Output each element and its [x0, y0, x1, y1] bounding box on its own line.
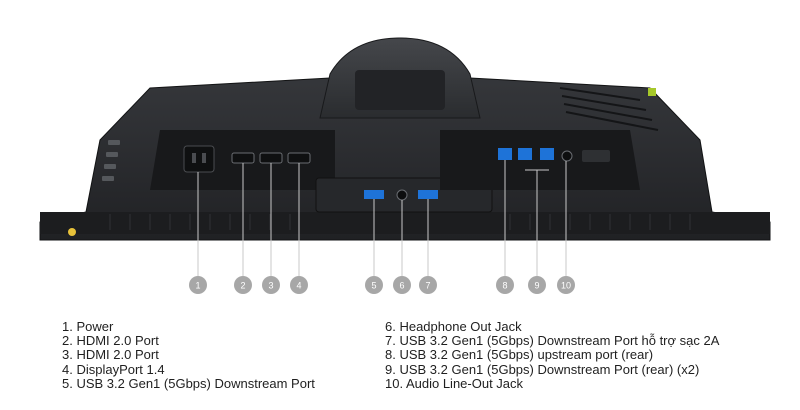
displayport-icon [287, 152, 311, 164]
svg-text:7: 7 [425, 281, 430, 291]
legend-item-1: 1. Power [62, 319, 114, 334]
usb-upstream-port-icon [498, 148, 512, 160]
legend-item-7: 7. USB 3.2 Gen1 (5Gbps) Downstream Port … [385, 333, 720, 349]
legend-item-9: 9. USB 3.2 Gen1 (5Gbps) Downstream Port … [385, 361, 700, 377]
callout-8: 8 [496, 276, 514, 294]
usb-rear-port-b-icon [540, 148, 554, 160]
svg-text:3: 3 [268, 281, 273, 291]
power-port-icon [183, 145, 215, 173]
callout-1: 1 [189, 276, 207, 294]
legend-right: 6. Headphone Out Jack 7. USB 3.2 Gen1 (5… [385, 319, 720, 391]
usb-port-7-icon [418, 190, 438, 199]
legend-item-4: 4. DisplayPort 1.4 [62, 361, 165, 377]
vent-slots [559, 87, 659, 131]
callout-9: 9 [528, 276, 546, 294]
callout-4: 4 [290, 276, 308, 294]
svg-text:4: 4 [296, 281, 301, 291]
usb-rear-port-a-icon [518, 148, 532, 160]
headphone-jack-icon [396, 189, 408, 201]
svg-text:6: 6 [399, 281, 404, 291]
legend-left: 1. Power 2. HDMI 2.0 Port 3. HDMI 2.0 Po… [62, 319, 315, 391]
usb-port-5-icon [364, 190, 384, 199]
callout-3: 3 [262, 276, 280, 294]
svg-text:5: 5 [371, 281, 376, 291]
callout-6: 6 [393, 276, 411, 294]
callout-5: 5 [365, 276, 383, 294]
cable-clip-icon [582, 150, 610, 162]
hdmi-port-2-icon [259, 152, 283, 164]
legend-item-10: 10. Audio Line-Out Jack [385, 375, 524, 391]
callout-7: 7 [419, 276, 437, 294]
bottom-bezel [40, 212, 770, 234]
legend-item-2: 2. HDMI 2.0 Port [62, 333, 159, 349]
callout-2: 2 [234, 276, 252, 294]
leader-lines [197, 160, 567, 277]
legend-item-6: 6. Headphone Out Jack [385, 319, 522, 334]
legend-item-5: 5. USB 3.2 Gen1 (5Gbps) Downstream Port [62, 375, 315, 391]
legend-item-3: 3. HDMI 2.0 Port [62, 347, 159, 363]
monitor-ports-diagram: 1 2 3 4 5 6 7 8 9 10 [39, 37, 771, 294]
svg-text:9: 9 [534, 281, 539, 291]
control-buttons [102, 140, 120, 181]
hdmi-port-1-icon [231, 152, 255, 164]
svg-text:1: 1 [195, 281, 200, 291]
callout-10: 10 [557, 276, 575, 294]
svg-text:10: 10 [561, 281, 571, 291]
stand-recess [355, 70, 445, 110]
power-led-icon [68, 228, 76, 236]
accent-strip [648, 88, 656, 96]
svg-text:2: 2 [240, 281, 245, 291]
audio-line-out-icon [561, 150, 573, 162]
bezel-ridges [109, 214, 691, 230]
legend-item-8: 8. USB 3.2 Gen1 (5Gbps) upstream port (r… [385, 347, 654, 363]
svg-text:8: 8 [502, 281, 507, 291]
